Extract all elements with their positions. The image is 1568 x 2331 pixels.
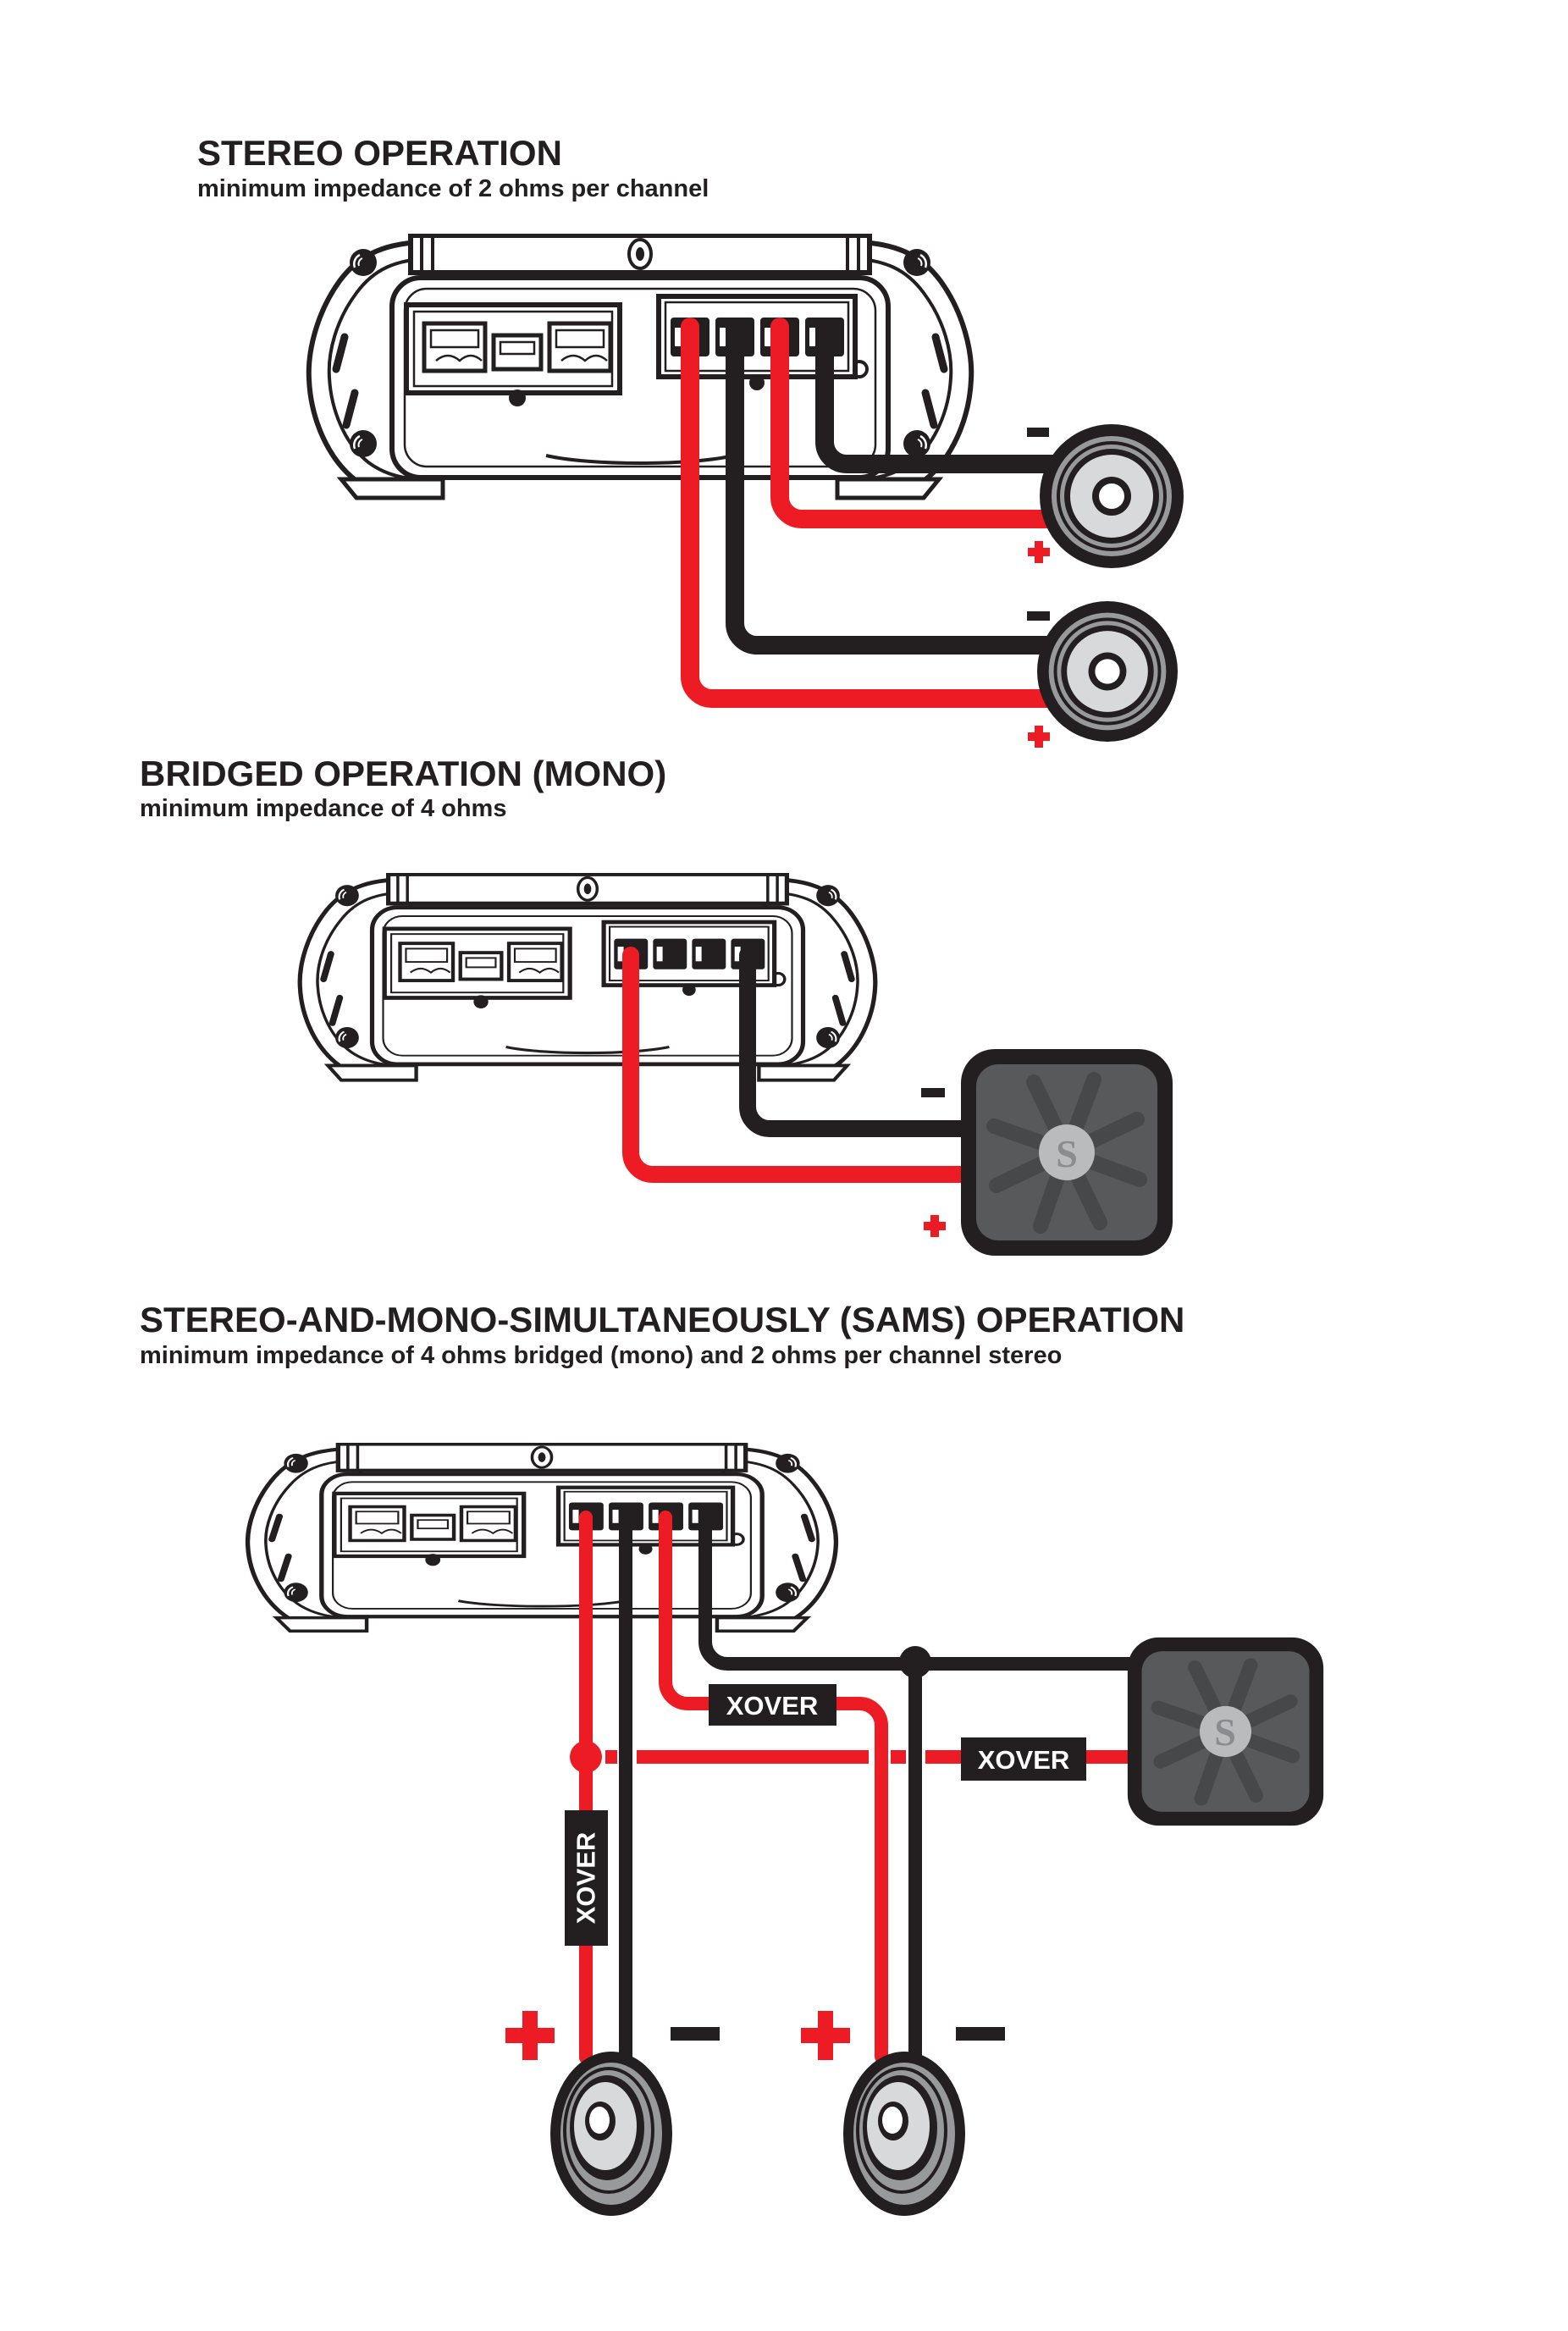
minus-icon [956, 2027, 1005, 2041]
wire-red-bridged-positive [622, 947, 982, 1183]
xover-label-text: XOVER [978, 1745, 1070, 1775]
section-subtitle: minimum impedance of 2 ohms per channel [197, 175, 709, 202]
minus-icon [1027, 611, 1050, 621]
black-junction-dot [899, 1646, 931, 1678]
red-junction-dot [570, 1741, 602, 1773]
wire-red-left-positive [681, 318, 1063, 708]
plus-icon [1028, 726, 1050, 748]
wire-red-to-xover [659, 1511, 719, 1710]
wire-black-right-negative [815, 318, 1066, 473]
wire-black-bridged-negative [739, 947, 982, 1137]
section-title: BRIDGED OPERATION (MONO) [140, 754, 666, 793]
section-stereo: STEREO OPERATION minimum impedance of 2 … [197, 133, 1184, 748]
wire-red-from-xover-to-speaker [826, 1697, 888, 2063]
section-subtitle: minimum impedance of 4 ohms [140, 795, 506, 822]
section-subtitle: minimum impedance of 4 ohms bridged (mon… [140, 1342, 1062, 1369]
xover-label-text: XOVER [726, 1691, 819, 1721]
speaker-1 [1040, 424, 1184, 568]
wire-black-left-negative [726, 318, 1063, 655]
wire-red-right-positive [770, 318, 1066, 528]
speaker-left [550, 2052, 672, 2216]
section-title: STEREO-AND-MONO-SIMULTANEOUSLY (SAMS) OP… [140, 1300, 1184, 1339]
plus-icon [924, 1215, 946, 1237]
xover-label-vertical: XOVER [565, 1810, 608, 1946]
section-sams: STEREO-AND-MONO-SIMULTANEOUSLY (SAMS) OP… [140, 1300, 1323, 2216]
minus-icon [671, 2027, 720, 2041]
speaker-right [843, 2052, 965, 2216]
amplifier-rear-view [300, 875, 875, 1080]
minus-icon [921, 1088, 945, 1097]
amplifier-rear-view [248, 1444, 836, 1631]
xover-label-2: XOVER [961, 1737, 1086, 1781]
section-title: STEREO OPERATION [197, 133, 562, 173]
xover-label-1: XOVER [709, 1684, 836, 1726]
section-bridged-mono: BRIDGED OPERATION (MONO) minimum impedan… [140, 754, 1173, 1256]
speaker-2 [1037, 601, 1178, 742]
plus-icon [1028, 541, 1050, 563]
brand-s-icon: S [1056, 1132, 1078, 1175]
plus-icon [505, 2011, 555, 2060]
wire-black-to-subwoofer [698, 1511, 1146, 1671]
plus-icon [801, 2011, 850, 2060]
xover-label-text: XOVER [571, 1832, 601, 1925]
minus-icon [1027, 428, 1049, 437]
brand-s-icon: S [1214, 1710, 1236, 1754]
